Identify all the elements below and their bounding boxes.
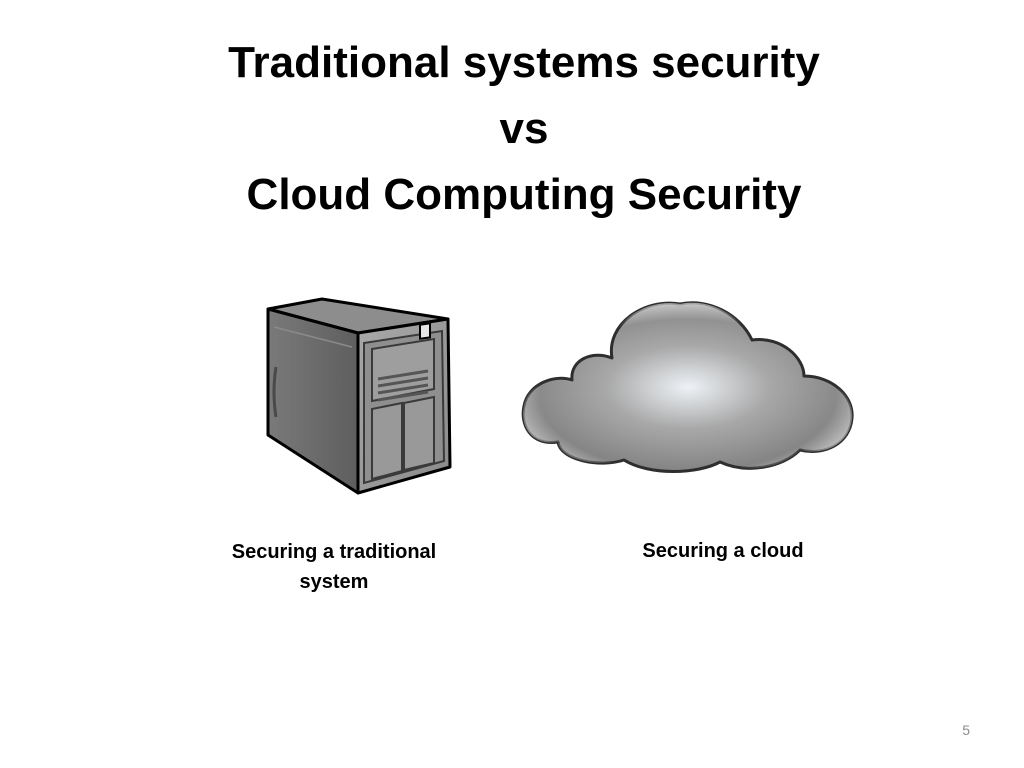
server-tower-icon: [266, 297, 452, 495]
title-line-3: Cloud Computing Security: [246, 170, 802, 219]
title-line-2: vs: [499, 104, 549, 153]
traditional-system-caption: Securing a traditional system: [231, 541, 437, 593]
title-line-1: Traditional systems security: [228, 38, 820, 87]
page-number: 5: [962, 722, 970, 738]
slide-title: Traditional systems security vs Cloud Co…: [112, 30, 936, 228]
cloud-caption: Securing a cloud: [642, 540, 804, 562]
cloud-icon: [521, 301, 854, 473]
